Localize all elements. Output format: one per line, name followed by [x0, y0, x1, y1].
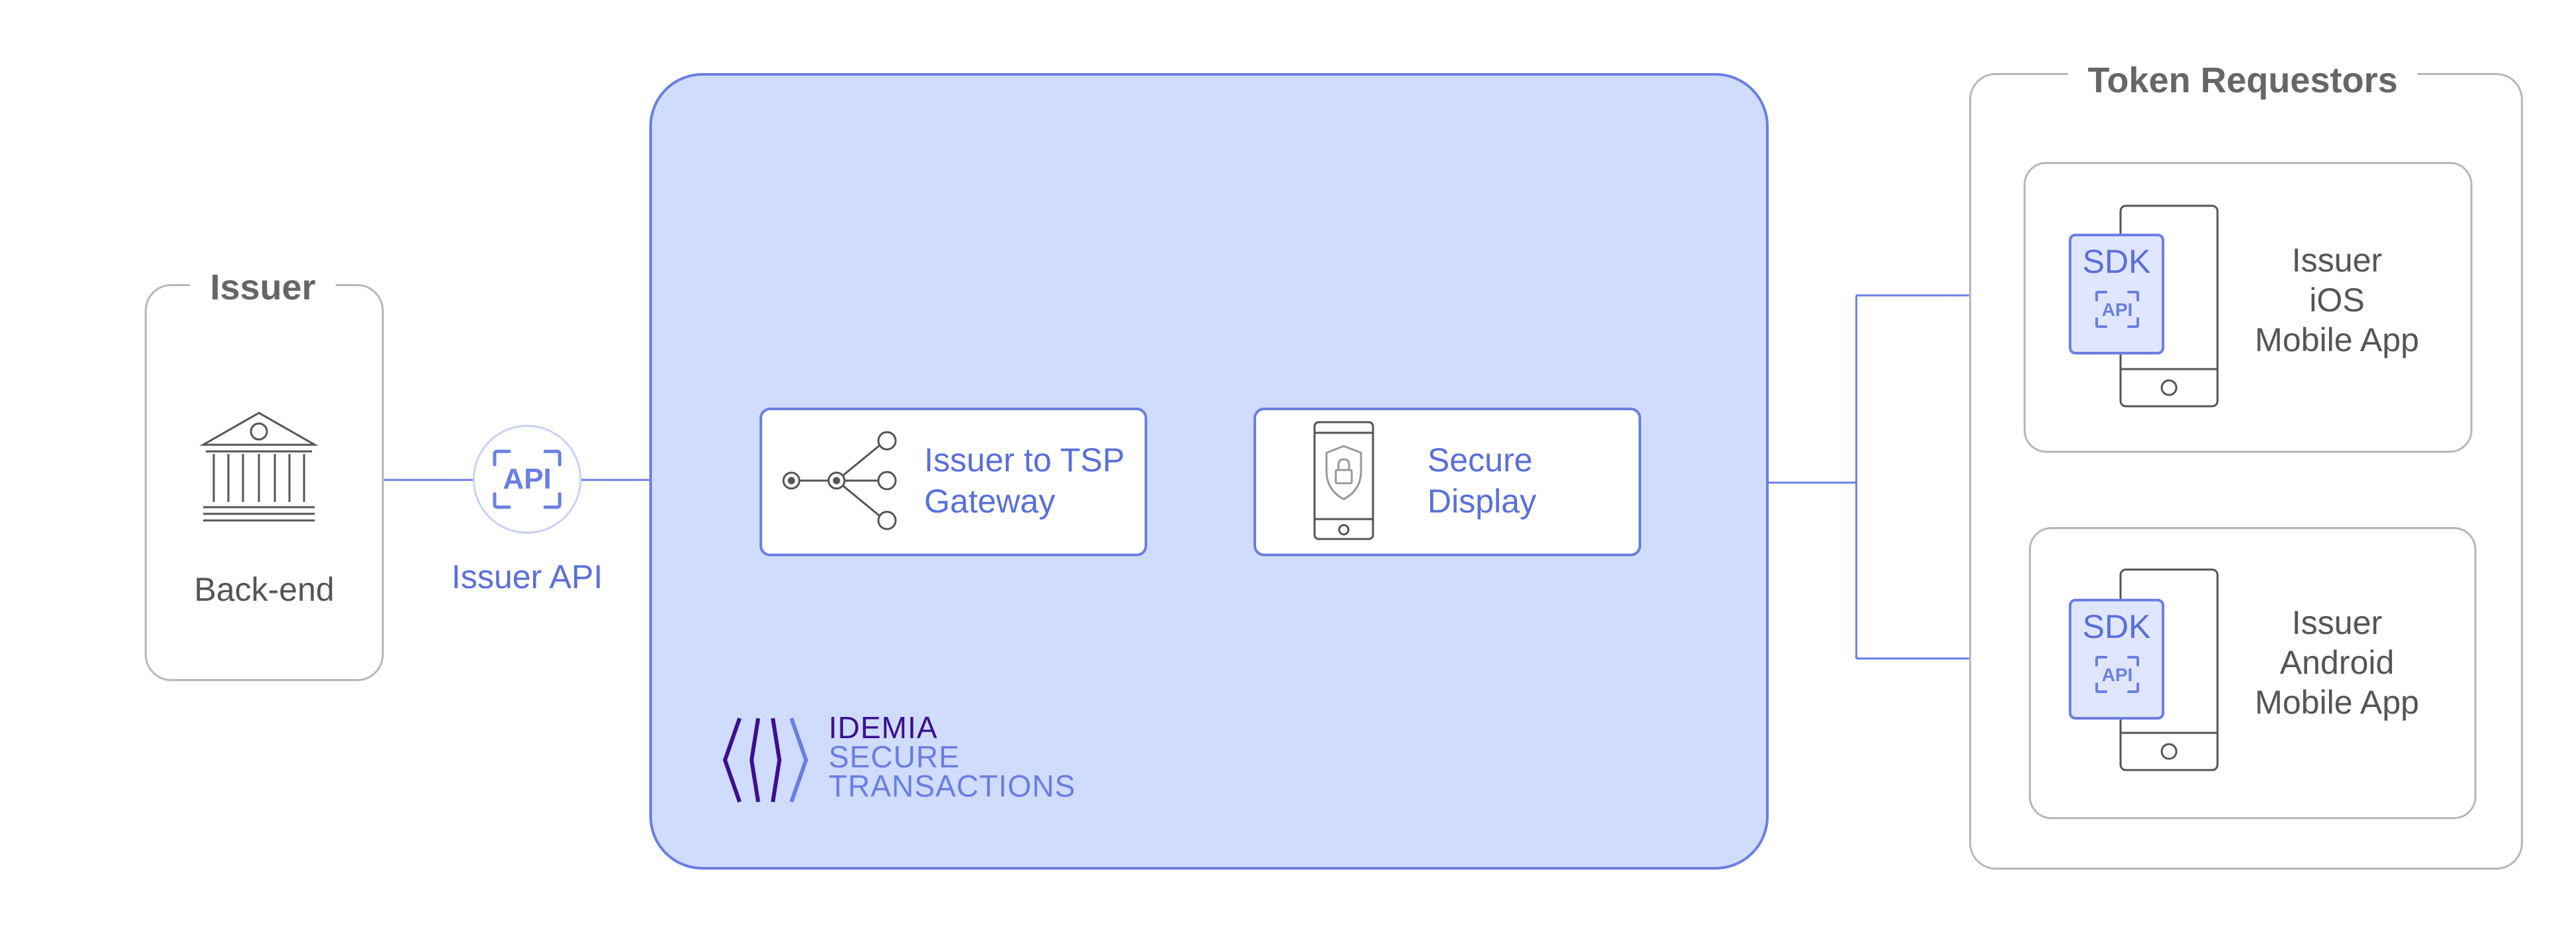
ios-api-text: API	[2101, 299, 2133, 320]
bank-icon	[199, 412, 319, 522]
backend-label: Back-end	[194, 571, 335, 608]
idemia-logo-line1: IDEMIA	[829, 710, 938, 745]
idemia-logo-line2: SECURE	[829, 740, 960, 774]
idemia-logo-mark	[723, 718, 808, 803]
gateway-label-line1: Issuer to TSP	[924, 441, 1125, 479]
secure-phone-icon	[1313, 421, 1374, 540]
token-requestors-title: Token Requestors	[2067, 57, 2418, 104]
ios-app-label-line3: Mobile App	[2255, 321, 2419, 358]
api-circle	[473, 425, 582, 534]
issuer-api-label: Issuer API	[451, 558, 603, 595]
ios-sdk-label: SDK	[2082, 243, 2151, 280]
android-app-label-line3: Mobile App	[2255, 684, 2419, 721]
android-api-text: API	[2101, 664, 2133, 685]
gateway-box	[760, 408, 1147, 556]
secure-display-label-line2: Display	[1427, 483, 1536, 520]
ios-app-label-line1: Issuer	[2291, 242, 2383, 279]
network-icon	[782, 431, 897, 530]
ios-app-label-line2: iOS	[2309, 281, 2365, 319]
ios-sdk-card	[2069, 234, 2164, 354]
secure-display-label-line1: Secure	[1427, 441, 1533, 479]
api-icon	[493, 449, 562, 509]
android-app-label-line1: Issuer	[2291, 604, 2383, 641]
android-app-label-line2: Android	[2279, 644, 2395, 681]
api-icon-text: API	[503, 463, 552, 495]
android-api-icon	[2095, 656, 2139, 693]
idemia-logo-line3: TRANSACTIONS	[829, 769, 1076, 803]
ios-api-icon	[2095, 291, 2139, 328]
gateway-label-line2: Gateway	[924, 483, 1056, 520]
android-sdk-label: SDK	[2082, 608, 2151, 645]
issuer-title: Issuer	[190, 264, 336, 311]
android-sdk-card	[2069, 599, 2164, 720]
